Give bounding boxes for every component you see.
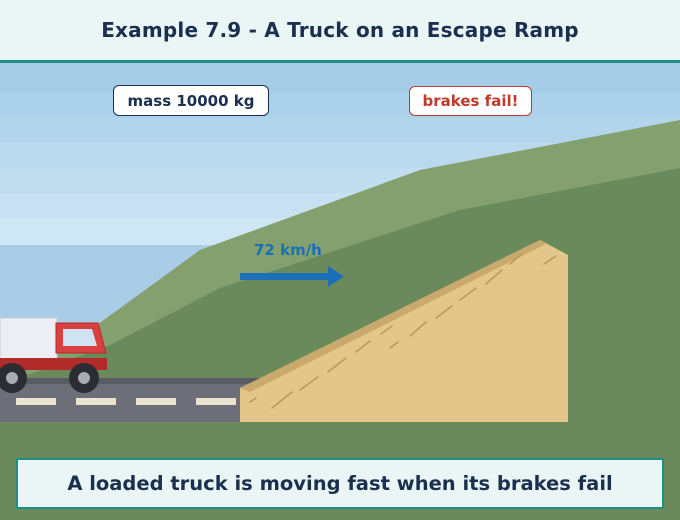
truck [0,317,107,393]
scene-illustration [0,63,680,520]
escape-ramp [240,240,568,422]
header-bar: Example 7.9 - A Truck on an Escape Ramp [0,0,680,63]
caption-text: A loaded truck is moving fast when its b… [67,472,613,495]
page-title: Example 7.9 - A Truck on an Escape Ramp [101,18,579,42]
mass-label: mass 10000 kg [113,85,269,116]
caption-box: A loaded truck is moving fast when its b… [16,458,664,509]
brakes-fail-label: brakes fail! [409,86,532,116]
road [0,378,262,422]
velocity-arrow [240,266,344,287]
ramp-scene [0,63,680,520]
speed-label: 72 km/h [254,241,322,259]
